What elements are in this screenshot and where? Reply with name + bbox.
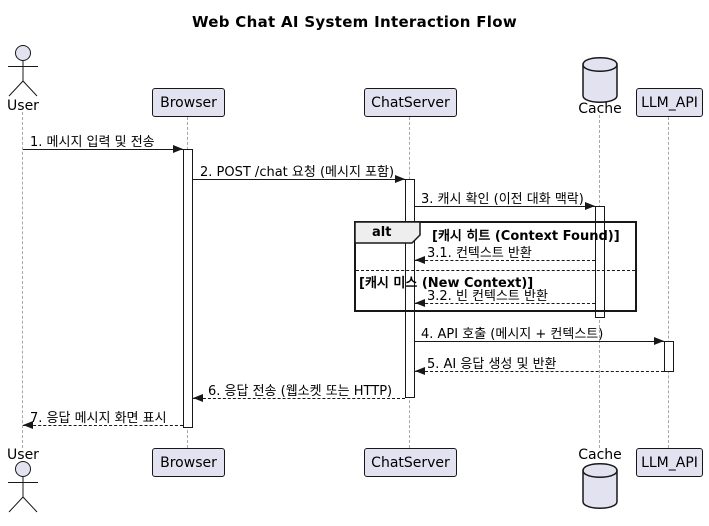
message-6-arrow xyxy=(193,394,405,402)
participant-user-label-bottom: User xyxy=(7,447,39,463)
message-1-arrow xyxy=(23,145,183,153)
participant-chatserver-bottom: ChatServer xyxy=(364,448,457,477)
message-3-2-arrow xyxy=(415,299,595,307)
message-7-arrow xyxy=(23,421,183,429)
message-7-label: 7. 응답 메시지 화면 표시 xyxy=(30,411,167,426)
message-3-2-label: 3.2. 빈 컨텍스트 반환 xyxy=(427,289,548,304)
database-cache-icon-bottom xyxy=(580,462,620,510)
message-3-1-label: 3.1. 컨텍스트 반환 xyxy=(427,246,532,261)
participant-chatserver-top: ChatServer xyxy=(364,88,457,117)
arrowhead-left-icon xyxy=(415,367,425,375)
arrowhead-left-icon xyxy=(23,421,33,429)
alt-header-pentagon xyxy=(354,221,422,244)
participant-llm-api-bottom: LLM_API xyxy=(636,448,703,477)
message-5-label: 5. AI 응답 생성 및 반환 xyxy=(427,357,557,372)
activation-browser xyxy=(183,149,193,428)
message-5-arrow xyxy=(415,367,664,375)
activation-cache xyxy=(595,206,605,318)
activation-llm-api xyxy=(664,341,674,372)
participant-browser-bottom: Browser xyxy=(152,448,225,477)
message-3-1-arrow xyxy=(415,256,595,264)
participant-browser-top: Browser xyxy=(152,88,225,117)
actor-user-icon-top xyxy=(0,45,46,98)
alt-condition-miss: [캐시 미스 (New Context)] xyxy=(359,276,534,291)
participant-user-label-top: User xyxy=(7,98,39,114)
participant-llm-api-top: LLM_API xyxy=(636,88,703,117)
message-3-arrow xyxy=(415,202,595,210)
arrowhead-right-icon xyxy=(173,145,183,153)
database-cache-icon-top xyxy=(580,56,620,104)
diagram-title: Web Chat AI System Interaction Flow xyxy=(191,13,518,31)
message-2-label: 2. POST /chat 요청 (메시지 포함) xyxy=(200,165,395,180)
message-3-label: 3. 캐시 확인 (이전 대화 맥락) xyxy=(421,192,584,207)
arrowhead-right-icon xyxy=(585,202,595,210)
alt-divider xyxy=(356,270,635,271)
activation-chatserver xyxy=(405,179,415,398)
participant-cache-label-top: Cache xyxy=(578,101,622,117)
lifeline-llm-api xyxy=(668,117,669,448)
message-2-arrow xyxy=(193,175,405,183)
alt-keyword: alt xyxy=(372,225,392,240)
arrowhead-right-icon xyxy=(395,175,405,183)
arrowhead-left-icon xyxy=(415,256,425,264)
message-4-arrow xyxy=(415,337,664,345)
alt-frame: alt [캐시 히트 (Context Found)] [캐시 미스 (New … xyxy=(354,221,637,312)
participant-cache-label-bottom: Cache xyxy=(578,447,622,463)
arrowhead-right-icon xyxy=(654,337,664,345)
arrowhead-left-icon xyxy=(193,394,203,402)
arrowhead-left-icon xyxy=(415,299,425,307)
message-6-label: 6. 응답 전송 (웹소켓 또는 HTTP) xyxy=(208,384,393,399)
actor-user-icon-bottom xyxy=(0,461,46,514)
alt-condition-hit: [캐시 히트 (Context Found)] xyxy=(432,229,620,244)
message-1-label: 1. 메시지 입력 및 전송 xyxy=(30,135,155,150)
message-4-label: 4. API 호출 (메시지 + 컨텍스트) xyxy=(421,327,604,342)
lifeline-user xyxy=(22,112,23,448)
